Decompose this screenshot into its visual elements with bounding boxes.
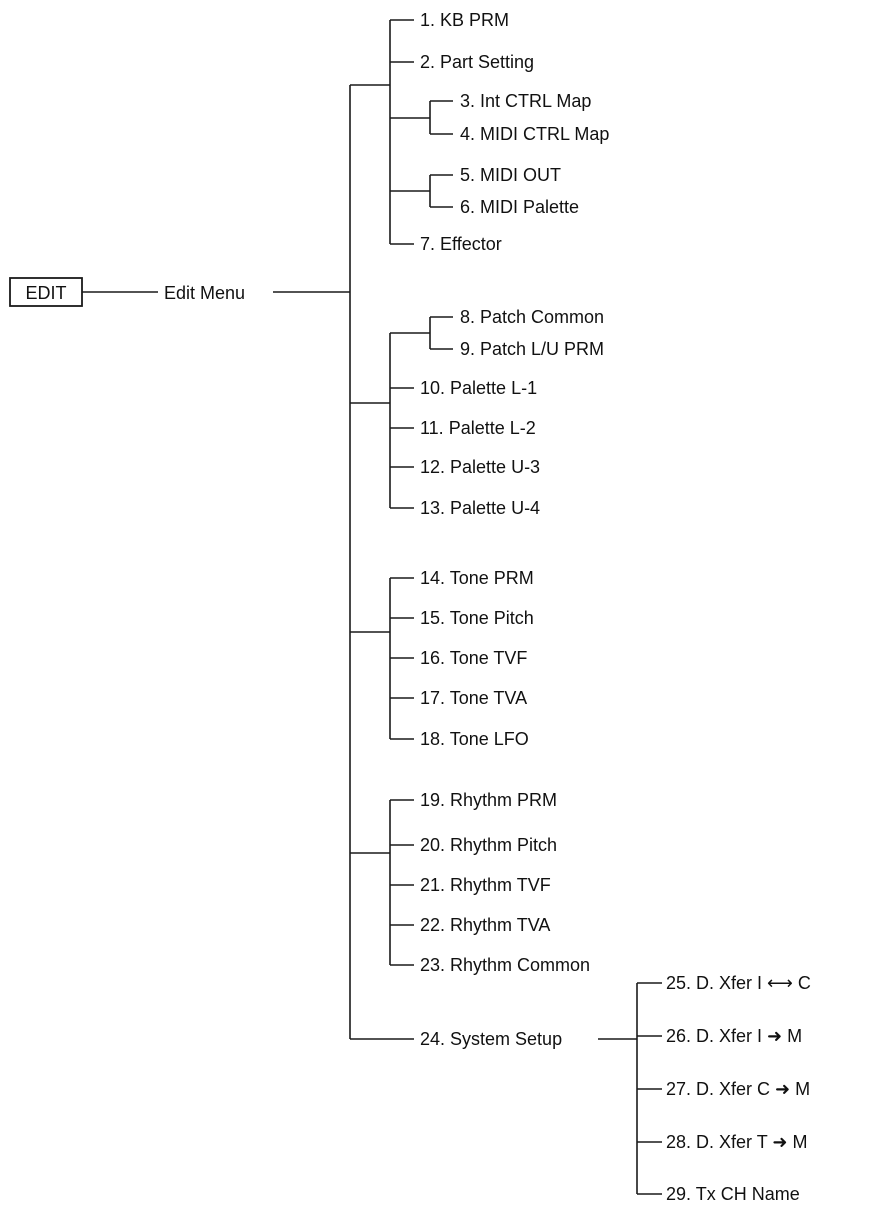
node-item-29: 29. Tx CH Name (666, 1184, 800, 1204)
node-item-27: 27. D. Xfer C ➜ M (666, 1079, 810, 1099)
node-item-8: 8. Patch Common (460, 307, 604, 327)
node-item-28: 28. D. Xfer T ➜ M (666, 1132, 807, 1152)
node-item-7: 7. Effector (420, 234, 502, 254)
node-item-22: 22. Rhythm TVA (420, 915, 550, 935)
node-item-16: 16. Tone TVF (420, 648, 527, 668)
node-item-13: 13. Palette U-4 (420, 498, 540, 518)
node-item-20: 20. Rhythm Pitch (420, 835, 557, 855)
node-item-12: 12. Palette U-3 (420, 457, 540, 477)
node-item-15: 15. Tone Pitch (420, 608, 534, 628)
node-item-25: 25. D. Xfer I ⟷ C (666, 973, 811, 993)
node-item-19: 19. Rhythm PRM (420, 790, 557, 810)
edit-menu-label-bg (158, 281, 273, 303)
node-item-23: 23. Rhythm Common (420, 955, 590, 975)
connector-lines (82, 19, 662, 1195)
node-item-18: 18. Tone LFO (420, 729, 529, 749)
node-item-9: 9. Patch L/U PRM (460, 339, 604, 359)
node-item-5: 5. MIDI OUT (460, 165, 561, 185)
edit-node-label: EDIT (25, 283, 66, 303)
node-item-11: 11. Palette L-2 (420, 418, 536, 438)
node-item-1: 1. KB PRM (420, 10, 509, 30)
edit-button-box (9, 277, 83, 307)
node-item-6: 6. MIDI Palette (460, 197, 579, 217)
node-item-21: 21. Rhythm TVF (420, 875, 551, 895)
node-item-4: 4. MIDI CTRL Map (460, 124, 609, 144)
node-item-10: 10. Palette L-1 (420, 378, 537, 398)
node-item-17: 17. Tone TVA (420, 688, 527, 708)
node-item-24: 24. System Setup (420, 1029, 562, 1049)
node-item-26: 26. D. Xfer I ➜ M (666, 1026, 802, 1046)
edit-menu-label: Edit Menu (164, 283, 245, 303)
node-item-3: 3. Int CTRL Map (460, 91, 591, 111)
node-item-2: 2. Part Setting (420, 52, 534, 72)
node-item-14: 14. Tone PRM (420, 568, 534, 588)
